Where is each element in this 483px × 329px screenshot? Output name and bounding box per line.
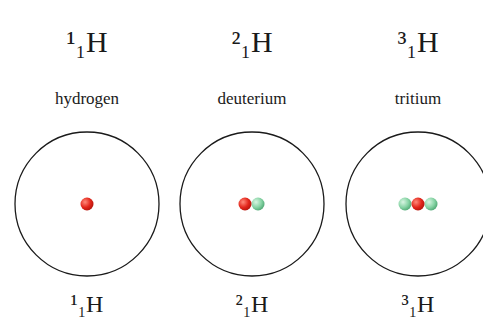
neutron — [399, 198, 412, 211]
isotope-symbol: ¹₁H — [71, 292, 104, 316]
proton — [81, 198, 94, 211]
neutron — [425, 198, 438, 211]
atom-circle — [15, 132, 159, 276]
atom-circle — [346, 132, 483, 276]
proton — [239, 198, 252, 211]
isotope-name: deuterium — [218, 90, 287, 107]
isotope-symbol: ³₁H — [402, 292, 435, 316]
isotope-symbol: ³₁H — [397, 27, 438, 57]
isotope-symbol: ¹₁H — [66, 27, 107, 57]
atom-circle — [180, 132, 324, 276]
isotope-name: tritium — [395, 90, 441, 107]
isotope-symbol: ²₁H — [236, 292, 269, 316]
neutron — [252, 198, 265, 211]
isotope-name: hydrogen — [55, 90, 119, 107]
isotope-symbol: ²₁H — [231, 27, 272, 57]
proton — [412, 198, 425, 211]
